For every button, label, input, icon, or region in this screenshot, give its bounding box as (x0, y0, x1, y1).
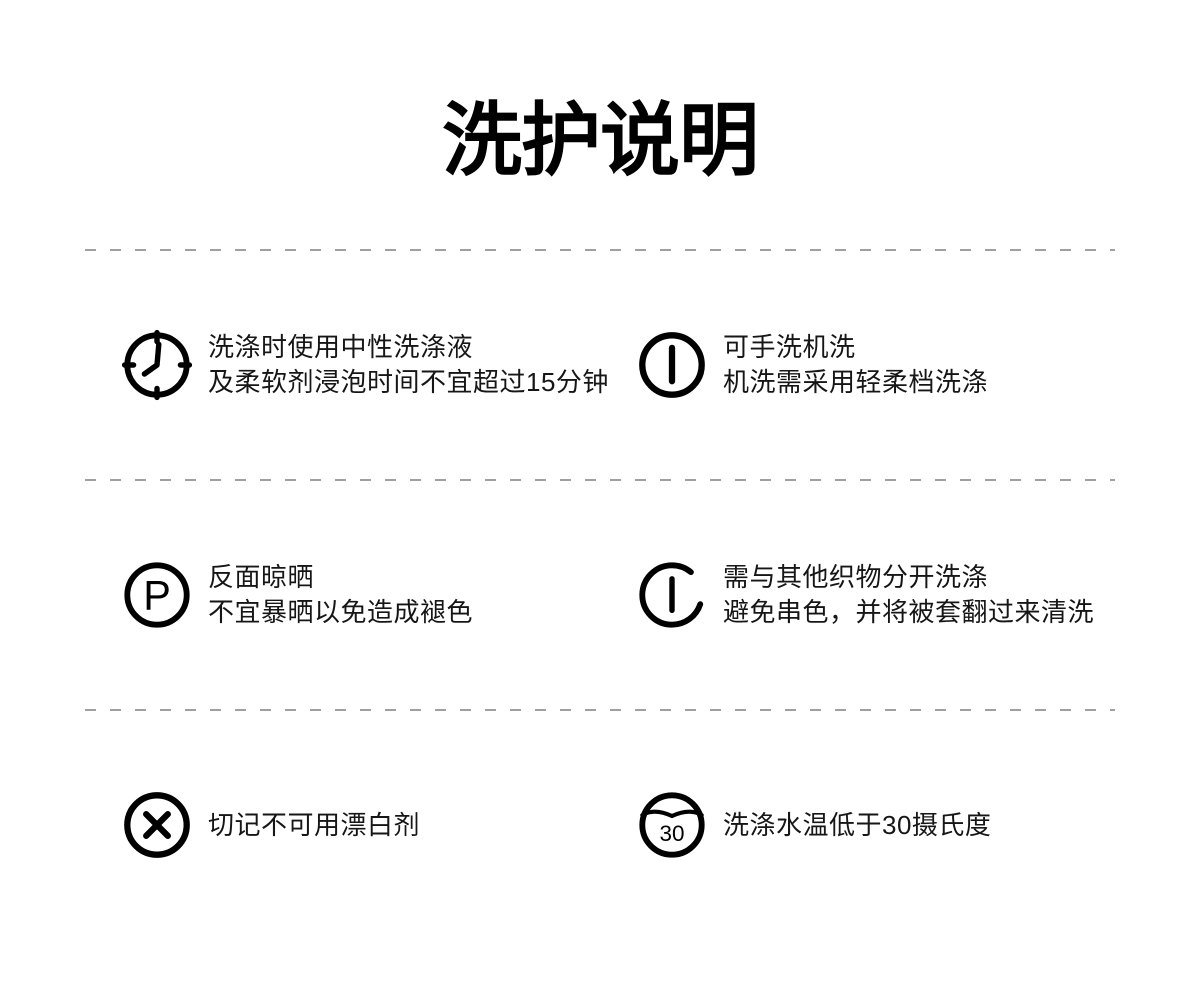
separate-wash-icon (639, 562, 705, 628)
care-item-no-bleach: 切记不可用漂白剂 (85, 789, 600, 861)
care-row-1: 洗涤时使用中性洗涤液 及柔软剂浸泡时间不宜超过15分钟 可手洗机洗 机洗需采用轻… (0, 251, 1200, 479)
dashed-divider (85, 249, 1115, 251)
no-bleach-icon (124, 792, 190, 858)
dashed-divider (85, 479, 1115, 481)
hand-machine-wash-icon (639, 332, 705, 398)
care-item-text: 及柔软剂浸泡时间不宜超过15分钟 (208, 367, 609, 397)
dashed-divider (85, 709, 1115, 711)
icon-symbol-30: 30 (659, 821, 684, 846)
page-title: 洗护说明 (442, 96, 759, 185)
care-item-text: 反面晾晒 (208, 562, 315, 592)
care-item-text: 洗涤水温低于30摄氏度 (723, 809, 992, 840)
care-row-3: 切记不可用漂白剂 30 洗涤水温低于30摄氏度 (0, 711, 1200, 939)
care-item-text: 洗涤时使用中性洗涤液 (208, 332, 474, 362)
clock-icon (121, 329, 193, 401)
care-item-text: 不宜暴晒以免造成褪色 (208, 597, 474, 627)
care-item-reverse-dry: P 反面晾晒 不宜暴晒以免造成褪色 (85, 559, 600, 631)
care-item-text: 可手洗机洗 (723, 332, 856, 362)
care-item-text: 避免串色，并将被套翻过来清洗 (723, 597, 1095, 627)
care-item-separate-wash: 需与其他织物分开洗涤 避免串色，并将被套翻过来清洗 (600, 559, 1115, 631)
reverse-side-dry-icon: P (124, 562, 190, 628)
max-30-degrees-icon: 30 (639, 792, 705, 858)
care-row-2: P 反面晾晒 不宜暴晒以免造成褪色 需与其他织物分开洗涤 避免串色，并将被套翻过… (0, 481, 1200, 709)
care-item-text: 需与其他织物分开洗涤 (723, 562, 989, 592)
care-item-hand-machine-wash: 可手洗机洗 机洗需采用轻柔档洗涤 (600, 329, 1115, 401)
care-item-text: 机洗需采用轻柔档洗涤 (723, 367, 989, 397)
care-item-soak-time: 洗涤时使用中性洗涤液 及柔软剂浸泡时间不宜超过15分钟 (85, 329, 608, 401)
care-item-water-temp: 30 洗涤水温低于30摄氏度 (600, 789, 1115, 861)
care-item-text: 切记不可用漂白剂 (208, 809, 421, 840)
icon-symbol-p: P (143, 572, 171, 618)
